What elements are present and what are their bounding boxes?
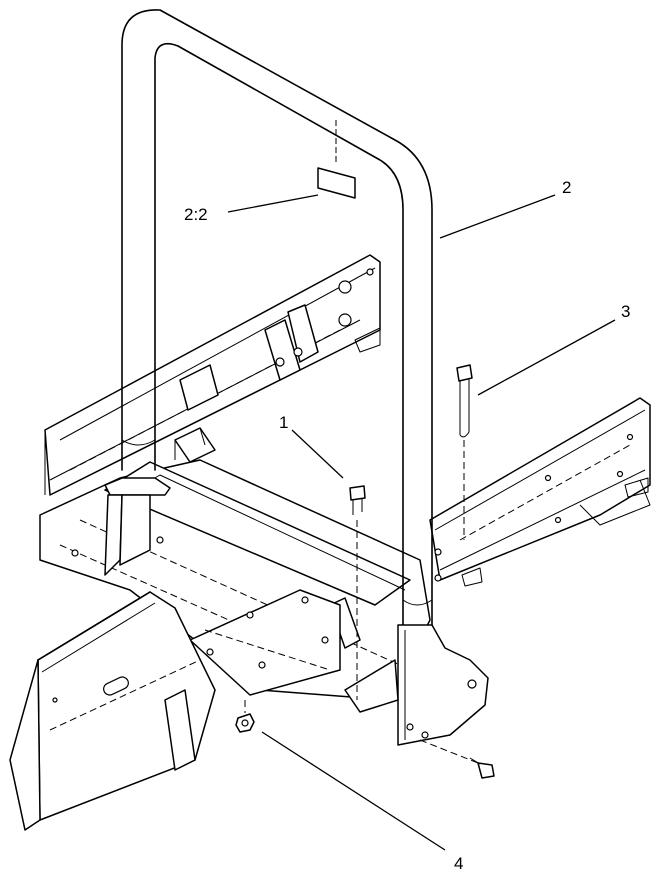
roll-bar-left-foot	[104, 477, 171, 576]
callout-nut: 4	[454, 854, 463, 873]
callout-rollbar: 2	[562, 178, 571, 197]
callout-short-bolt: 1	[279, 413, 288, 432]
right-frame-rail	[429, 397, 651, 587]
hinge-brackets	[179, 304, 319, 411]
callout-decal: 2:2	[184, 205, 208, 224]
side-panel	[9, 591, 216, 831]
decal	[317, 120, 356, 199]
long-bolt	[456, 364, 473, 540]
side-bolt	[419, 739, 495, 779]
roll-bar	[121, 9, 433, 691]
short-bolt	[349, 485, 366, 700]
callout-long-bolt: 3	[621, 302, 630, 321]
callout-leaders	[227, 194, 616, 851]
roll-bar-right-plate	[344, 624, 489, 746]
mount-plate	[189, 589, 341, 696]
nut	[235, 700, 255, 733]
